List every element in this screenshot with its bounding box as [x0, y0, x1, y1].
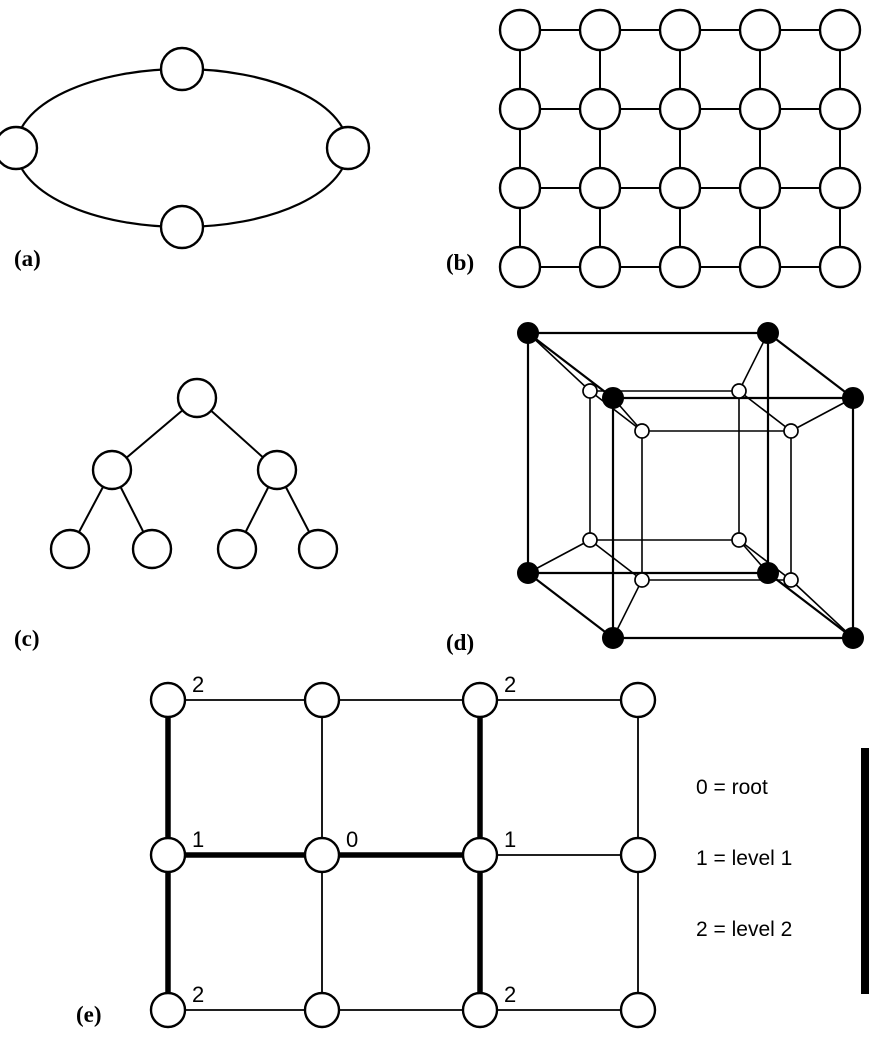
hypercube-spoke-edge: [527, 539, 591, 574]
mesh-node: [658, 166, 702, 210]
legend-item-root: 0 = root: [696, 776, 768, 799]
grid-node: [303, 991, 341, 1029]
hypercube-inner-node: [731, 532, 747, 548]
hypercube-spoke-edge: [790, 397, 854, 432]
hypercube-outer-node: [842, 627, 864, 649]
node-level-label: 0: [346, 827, 358, 852]
hypercube-spoke-edge: [790, 579, 854, 639]
node-level-label: 1: [504, 827, 516, 852]
hypercube-topology-diagram: [517, 322, 864, 649]
grid-node: [461, 836, 499, 874]
ring-topology-diagram: [0, 46, 371, 250]
tree-node: [131, 528, 173, 570]
mesh-node: [498, 87, 542, 131]
mesh-node: [658, 245, 702, 289]
mesh-node: [658, 87, 702, 131]
ring-node: [159, 46, 205, 92]
mesh-node: [818, 166, 862, 210]
mesh-node: [738, 87, 782, 131]
hypercube-outer-node: [602, 627, 624, 649]
hypercube-outer-node: [757, 322, 779, 344]
ring-node: [325, 125, 371, 171]
grid-node: [149, 991, 187, 1029]
hypercube-outer-edge: [527, 332, 614, 399]
node-level-label: 2: [504, 672, 516, 697]
hypercube-inner-edge: [738, 539, 792, 581]
mesh-node: [578, 8, 622, 52]
mesh-node: [818, 245, 862, 289]
grid-node: [303, 681, 341, 719]
grid-node: [149, 836, 187, 874]
hypercube-spoke-edge: [527, 332, 591, 392]
mesh-node: [578, 87, 622, 131]
hypercube-outer-node: [602, 387, 624, 409]
hypercube-inner-node: [783, 423, 799, 439]
figure-label-e: (e): [76, 1002, 102, 1027]
node-level-label: 2: [192, 982, 204, 1007]
hypercube-outer-node: [517, 322, 539, 344]
hypercube-outer-edge: [767, 572, 854, 639]
scan-artifact-bar: [861, 748, 869, 994]
ring-node: [0, 125, 39, 171]
mesh-node: [738, 166, 782, 210]
figure-label-a: (a): [14, 246, 41, 271]
mesh-node: [738, 8, 782, 52]
grid-node: [303, 836, 341, 874]
mesh-node: [578, 245, 622, 289]
tree-node: [216, 528, 258, 570]
hypercube-inner-node: [582, 383, 598, 399]
hypercube-outer-edge: [527, 572, 614, 639]
mesh-node: [498, 245, 542, 289]
tree-node: [176, 377, 218, 419]
mesh-node: [738, 245, 782, 289]
mesh-topology-diagram: [498, 8, 862, 289]
spanning-tree-legend: 0 = root 1 = level 1 2 = level 2: [696, 776, 792, 989]
hypercube-outer-node: [842, 387, 864, 409]
grid-spanning-tree-diagram: 2 2 1 0 1 2 2: [149, 672, 657, 1029]
grid-node: [619, 681, 657, 719]
hypercube-inner-node: [634, 572, 650, 588]
hypercube-inner-node: [783, 572, 799, 588]
figure-label-b: (b): [446, 250, 475, 275]
ring-link-ellipse: [14, 67, 350, 229]
hypercube-inner-node: [582, 532, 598, 548]
mesh-node: [498, 166, 542, 210]
tree-node: [91, 449, 133, 491]
figure-label-d: (d): [446, 630, 475, 655]
hypercube-inner-edge: [589, 390, 643, 432]
ring-node: [159, 204, 205, 250]
mesh-node: [818, 8, 862, 52]
tree-node: [256, 449, 298, 491]
mesh-node: [658, 8, 702, 52]
mesh-node: [818, 87, 862, 131]
binary-tree-topology-diagram: [49, 377, 339, 570]
mesh-node: [578, 166, 622, 210]
hypercube-outer-node: [757, 562, 779, 584]
grid-node: [461, 681, 499, 719]
hypercube-inner-node: [634, 423, 650, 439]
mesh-node: [498, 8, 542, 52]
node-level-label: 2: [504, 982, 516, 1007]
grid-node: [149, 681, 187, 719]
hypercube-inner-edge: [738, 390, 792, 432]
hypercube-outer-edge: [767, 332, 854, 399]
node-level-label: 2: [192, 672, 204, 697]
legend-item-level2: 2 = level 2: [696, 918, 793, 941]
hypercube-inner-node: [731, 383, 747, 399]
hypercube-outer-node: [517, 562, 539, 584]
tree-node: [297, 528, 339, 570]
grid-node: [619, 836, 657, 874]
legend-item-level1: 1 = level 1: [696, 847, 793, 870]
node-level-label: 1: [192, 827, 204, 852]
figure-label-c: (c): [14, 626, 40, 651]
tree-node: [49, 528, 91, 570]
grid-node: [619, 991, 657, 1029]
hypercube-inner-edge: [589, 539, 643, 581]
grid-node: [461, 991, 499, 1029]
